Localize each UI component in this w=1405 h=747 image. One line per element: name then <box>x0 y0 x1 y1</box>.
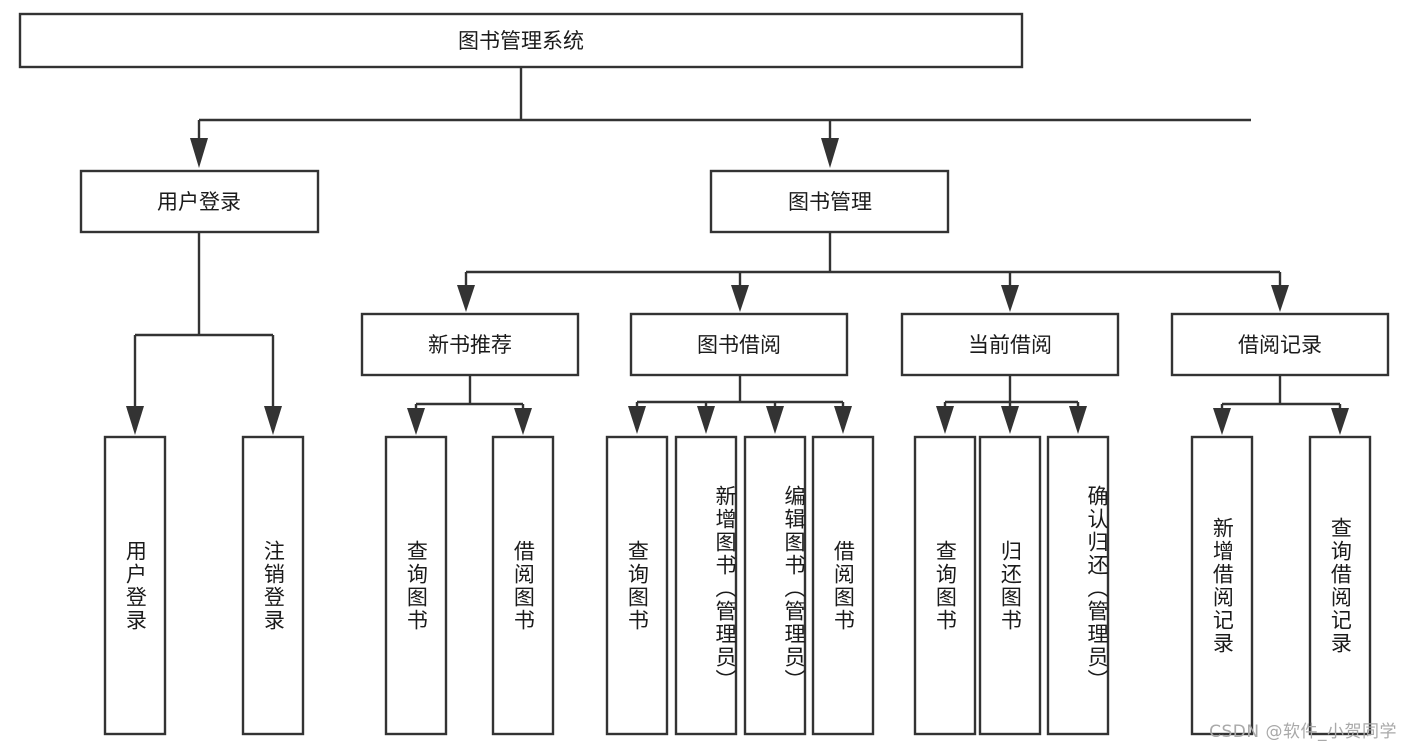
node-new-book-rec-label: 新书推荐 <box>428 333 512 357</box>
leaf-box-new-book-2[interactable] <box>491 435 555 736</box>
leaf-box-user-login-1[interactable] <box>103 435 167 736</box>
leaf-box-user-login-2[interactable] <box>241 435 305 736</box>
leaf-box-borrow-2[interactable] <box>674 435 738 736</box>
node-user-login-label: 用户登录 <box>157 190 241 214</box>
node-borrow-record-box[interactable] <box>1170 312 1390 377</box>
arrow-head-current-borrow <box>1001 285 1019 312</box>
leaf-box-record-1[interactable] <box>1190 435 1254 736</box>
leaf-box-record-2[interactable] <box>1308 435 1372 736</box>
leaf-box-borrow-1[interactable] <box>605 435 669 736</box>
leaf-box-borrow-4[interactable] <box>811 435 875 736</box>
arrow-head-borrow-leaf4 <box>834 406 852 434</box>
arrow-head-user-login-leaf2 <box>264 406 282 435</box>
arrow-head-current-leaf3 <box>1069 406 1087 434</box>
arrow-head-current-leaf1 <box>936 406 954 434</box>
arrow-head-record-leaf2 <box>1331 408 1349 435</box>
node-borrow-record-label: 借阅记录 <box>1238 333 1322 357</box>
arrow-head-borrow-leaf3 <box>766 406 784 434</box>
node-book-manage-box[interactable] <box>709 169 950 234</box>
node-root-label: 图书管理系统 <box>458 29 584 53</box>
leaf-box-current-3[interactable] <box>1046 435 1110 736</box>
arrow-head-record-leaf1 <box>1213 408 1231 435</box>
arrow-head-borrow-leaf2 <box>697 406 715 434</box>
arrow-head-new-book-rec <box>457 285 475 312</box>
arrow-head-borrow-record <box>1271 285 1289 312</box>
node-book-borrow-box[interactable] <box>629 312 849 377</box>
leaf-box-borrow-3[interactable] <box>743 435 807 736</box>
csdn-watermark: CSDN @软件_小贺同学 <box>1209 722 1397 742</box>
node-root-box[interactable] <box>18 12 1024 69</box>
arrow-head-user-login-leaf1 <box>126 406 144 435</box>
arrow-head-current-leaf2 <box>1001 406 1019 434</box>
arrow-head-new-book-leaf2 <box>514 408 532 435</box>
arrow-head-borrow-leaf1 <box>628 406 646 434</box>
arrow-head-user-login <box>190 138 208 168</box>
leaf-box-current-1[interactable] <box>913 435 977 736</box>
arrow-head-new-book-leaf1 <box>407 408 425 435</box>
node-current-borrow-label: 当前借阅 <box>968 333 1052 357</box>
node-book-manage-label: 图书管理 <box>788 190 872 214</box>
leaf-box-current-2[interactable] <box>978 435 1042 736</box>
node-new-book-rec-box[interactable] <box>360 312 580 377</box>
node-current-borrow-box[interactable] <box>900 312 1120 377</box>
arrow-head-book-manage <box>821 138 839 168</box>
leaf-box-new-book-1[interactable] <box>384 435 448 736</box>
arrow-head-book-borrow <box>731 285 749 312</box>
node-book-borrow-label: 图书借阅 <box>697 333 781 357</box>
